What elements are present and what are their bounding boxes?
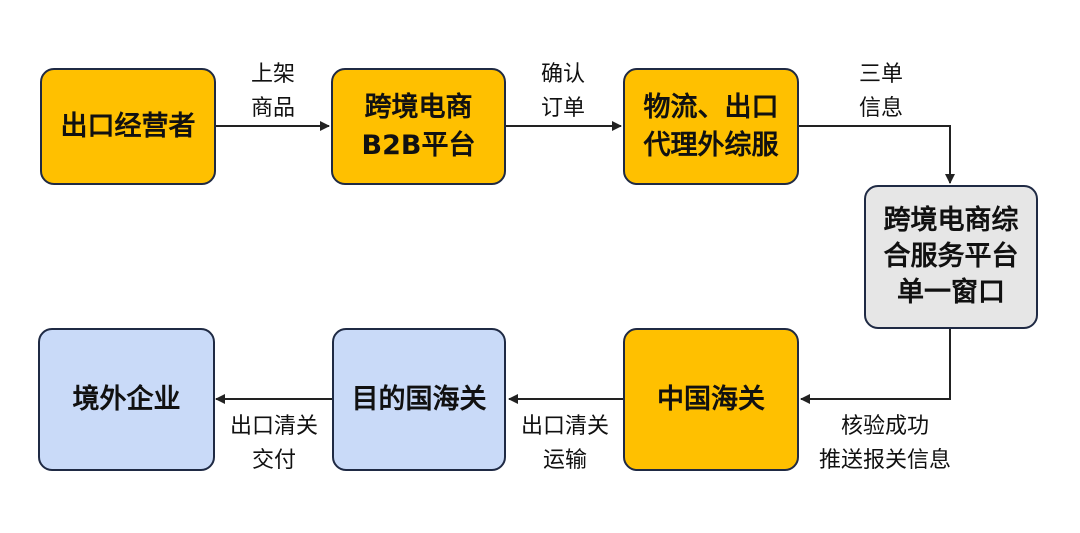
arrow-logistics-to-platform xyxy=(799,125,955,184)
edge-label-list-goods: 上架 商品 xyxy=(250,62,295,121)
node-b2b-platform: 跨境电商 B2B平台 xyxy=(331,68,506,185)
node-exporter: 出口经营者 xyxy=(40,68,216,185)
node-single-window-platform: 跨境电商综 合服务平台 单一窗口 xyxy=(864,185,1038,329)
node-logistics-agent: 物流、出口 代理外综服 xyxy=(623,68,799,185)
edge-label-clear-transport: 出口清关 运输 xyxy=(520,414,609,473)
edge-label-verify-push: 核验成功 推送报关信息 xyxy=(818,414,951,473)
node-foreign-enterprise: 境外企业 xyxy=(38,328,215,471)
edge-label-confirm-order: 确认 订单 xyxy=(540,62,585,121)
edge-label-three-docs: 三单 信息 xyxy=(858,62,903,121)
edge-label-clear-deliver: 出口清关 交付 xyxy=(229,414,318,473)
node-destination-customs: 目的国海关 xyxy=(332,328,506,471)
arrow-platform-to-customs-cn xyxy=(800,329,951,404)
node-china-customs: 中国海关 xyxy=(623,328,799,471)
